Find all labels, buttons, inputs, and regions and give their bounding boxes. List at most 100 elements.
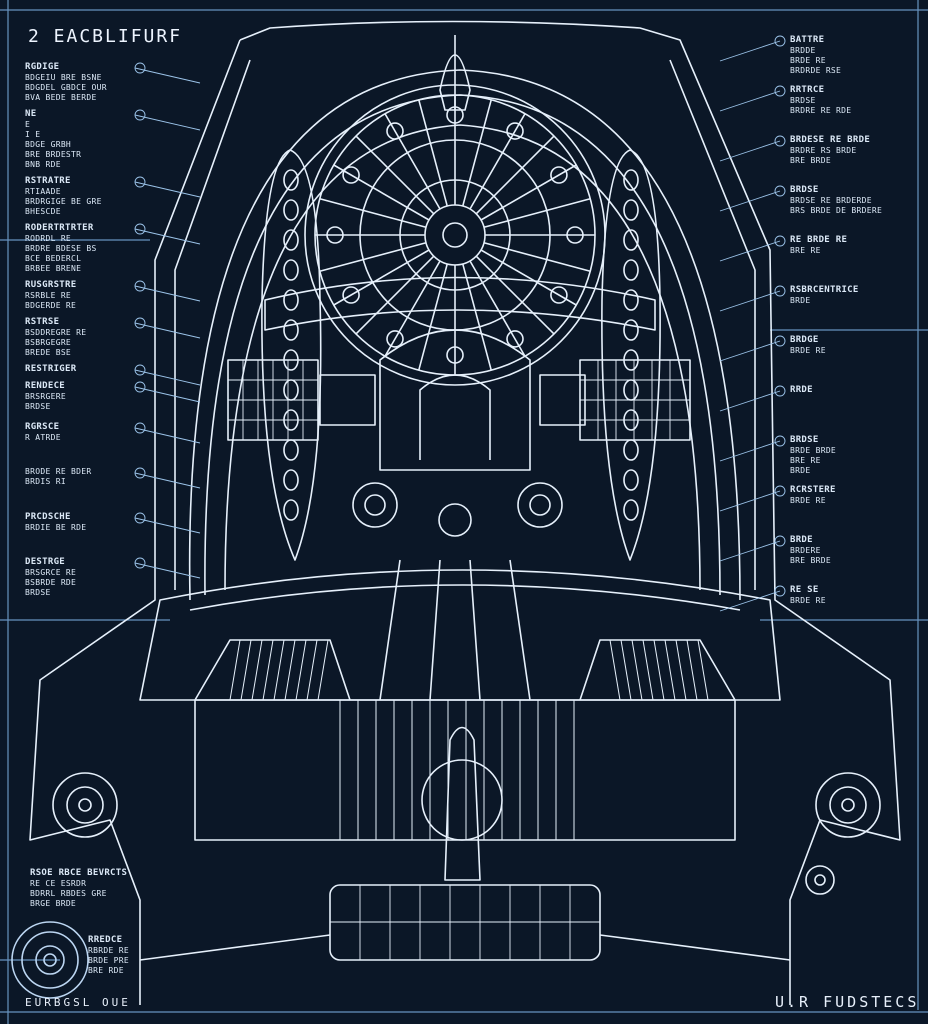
bottom-cylinder (329, 884, 601, 961)
cylinder-grid (330, 885, 600, 960)
wheel-bolt (386, 330, 404, 348)
annotation-heading: RRTRCE (790, 85, 825, 95)
leader-line (719, 390, 781, 412)
vent-slat (653, 639, 665, 701)
annotation-heading: RGRSCE (25, 422, 60, 432)
leader-line (134, 67, 201, 84)
wheel-bolt (342, 166, 360, 184)
pod-hole (283, 499, 299, 521)
small-gear (805, 865, 835, 895)
wheel-spoke (355, 255, 435, 335)
annotation-line: BRDSE RE BRDERDE (790, 196, 872, 205)
cylinder-mounts (139, 934, 791, 961)
callout-marker (774, 535, 786, 547)
callout-marker (134, 317, 146, 329)
annotation-line: BRE BRDE (790, 156, 831, 165)
inner-arch (224, 124, 701, 591)
annotation-line: BDRRL RBDES GRE (30, 889, 107, 898)
annotation-line: BRE RE (790, 246, 821, 255)
pod-hole (623, 469, 639, 491)
leader-line (719, 90, 781, 112)
annotation-line: BRDDE (790, 46, 816, 55)
annotation-heading: BRDE (790, 535, 813, 545)
outer-shell (29, 20, 901, 1005)
annotation-heading: PRCDSCHE (25, 512, 71, 522)
center-hub (438, 503, 472, 537)
wheel-spoke (461, 99, 493, 207)
pod-hole (623, 259, 639, 281)
callout-marker (134, 557, 146, 569)
annotation-heading: BRDSE (790, 435, 819, 445)
pod-hole (283, 199, 299, 221)
leader-line (134, 114, 201, 131)
annotation-line: BRE BRDE (790, 556, 831, 565)
leader-line (719, 490, 781, 512)
annotation-heading: RREDCE (88, 935, 123, 945)
vent-slat (686, 639, 698, 701)
pod-hole (623, 379, 639, 401)
right-side-wheel (815, 772, 881, 838)
vent-slat (240, 639, 252, 701)
wheel-spokes (315, 95, 595, 375)
annotation-line: RTIAADE (25, 187, 61, 196)
annotation-line: BRDERE (790, 546, 821, 555)
wheel-bolt (342, 286, 360, 304)
annotation-line: BRODE RE BDER (25, 467, 92, 476)
annotation-heading: RSTRSE (25, 317, 60, 327)
wheel-bolt (446, 346, 464, 364)
pod-hole (283, 319, 299, 341)
left-side-wheel (52, 772, 118, 838)
annotation-line: BRDE (790, 466, 811, 475)
callout-marker (774, 335, 786, 347)
vent-slat (620, 639, 632, 701)
wheel (304, 84, 606, 386)
callout-marker (134, 512, 146, 524)
pod-hole (283, 259, 299, 281)
annotation-heading: RE SE (790, 585, 819, 595)
annotation-line: BRSRGERE (25, 392, 66, 401)
dome-inner (419, 374, 491, 460)
lower-body-struts (379, 559, 531, 701)
annotation-heading: BRDGE (790, 335, 819, 345)
annotation-heading: RCRSTERE (790, 485, 836, 495)
shell-inner-edge (174, 59, 756, 590)
leader-lines (134, 35, 786, 612)
right-hub (517, 482, 563, 528)
annotation-heading: BRDSE (790, 185, 819, 195)
vent-slat (631, 639, 643, 701)
annotation-heading: RSOE RBCE BEVRCTS (30, 868, 128, 878)
wheel-spoke (333, 249, 430, 306)
vent-slat (295, 639, 307, 701)
annotation-line: BREDE BSE (25, 348, 72, 357)
leader-line (719, 40, 781, 62)
wheel-spoke (480, 164, 577, 221)
wheel-spoke (469, 113, 526, 210)
center-crossbar (264, 276, 656, 331)
leader-line (134, 285, 201, 302)
callout-marker (774, 435, 786, 447)
vent-slat (262, 639, 274, 701)
pod-hole (623, 439, 639, 461)
wheel-bolt (326, 226, 344, 244)
annotation-line: RODRDL RE (25, 234, 72, 243)
annotation-line: BRDRGIGE BE GRE (25, 197, 102, 206)
leader-line (134, 472, 201, 489)
vent-slat (317, 639, 329, 701)
callout-marker (134, 176, 146, 188)
vent-slat (642, 639, 654, 701)
leader-line (134, 517, 201, 534)
pod-hole (623, 289, 639, 311)
callout-marker (774, 235, 786, 247)
vent-slat (251, 639, 263, 701)
lower-body (139, 569, 781, 701)
wheel-spoke (475, 135, 555, 215)
callout-marker (134, 109, 146, 121)
